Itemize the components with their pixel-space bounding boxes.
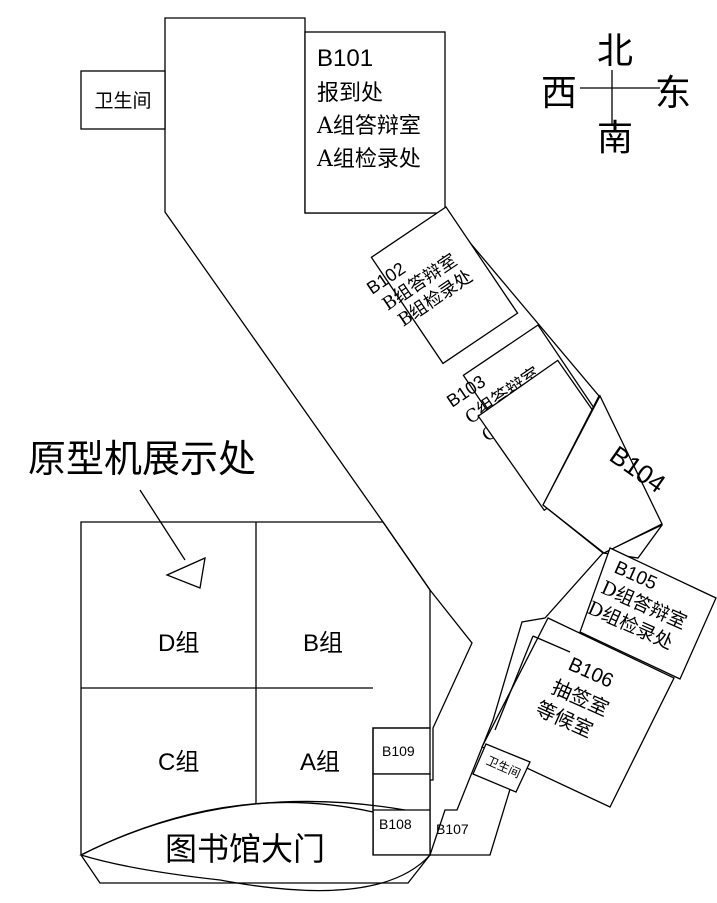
- prototype-marker-icon: [165, 556, 206, 589]
- room-b106[interactable]: [481, 617, 675, 808]
- room-b105[interactable]: [579, 547, 717, 680]
- entrance-label: 图书馆大门: [165, 830, 325, 868]
- room-b101-code: B101: [317, 45, 373, 72]
- exhibition-hall: [80, 521, 431, 855]
- group-b-label: B组: [303, 630, 343, 657]
- group-a-label: A组: [300, 749, 340, 776]
- room-b101-line3: A组检录处: [316, 147, 421, 172]
- room-b107-code: B107: [436, 821, 469, 837]
- compass-south: 南: [597, 118, 633, 159]
- compass-west: 西: [541, 73, 577, 114]
- entrance-arch[interactable]: [79, 801, 432, 892]
- corridor-outline: [164, 17, 663, 856]
- group-d-label: D组: [158, 630, 199, 657]
- room-b101[interactable]: [304, 31, 446, 214]
- room-b101-line2: A组答辩室: [316, 114, 421, 139]
- restroom-nw-room[interactable]: [80, 70, 166, 130]
- room-b101-line1: 报到处: [317, 81, 383, 106]
- compass-east: 东: [655, 73, 691, 114]
- restroom-nw-label: 卫生间: [94, 90, 151, 112]
- prototype-label: 原型机展示处: [28, 437, 256, 481]
- restroom-se-room[interactable]: [472, 743, 531, 793]
- room-b108-code: B108: [379, 816, 412, 832]
- compass: [580, 70, 660, 125]
- room-b102[interactable]: [370, 206, 519, 365]
- room-b109-code: B109: [382, 743, 415, 759]
- group-c-label: C组: [158, 749, 199, 776]
- room-b108[interactable]: [372, 773, 431, 856]
- prototype-pointer: [139, 489, 186, 561]
- compass-north: 北: [597, 31, 633, 72]
